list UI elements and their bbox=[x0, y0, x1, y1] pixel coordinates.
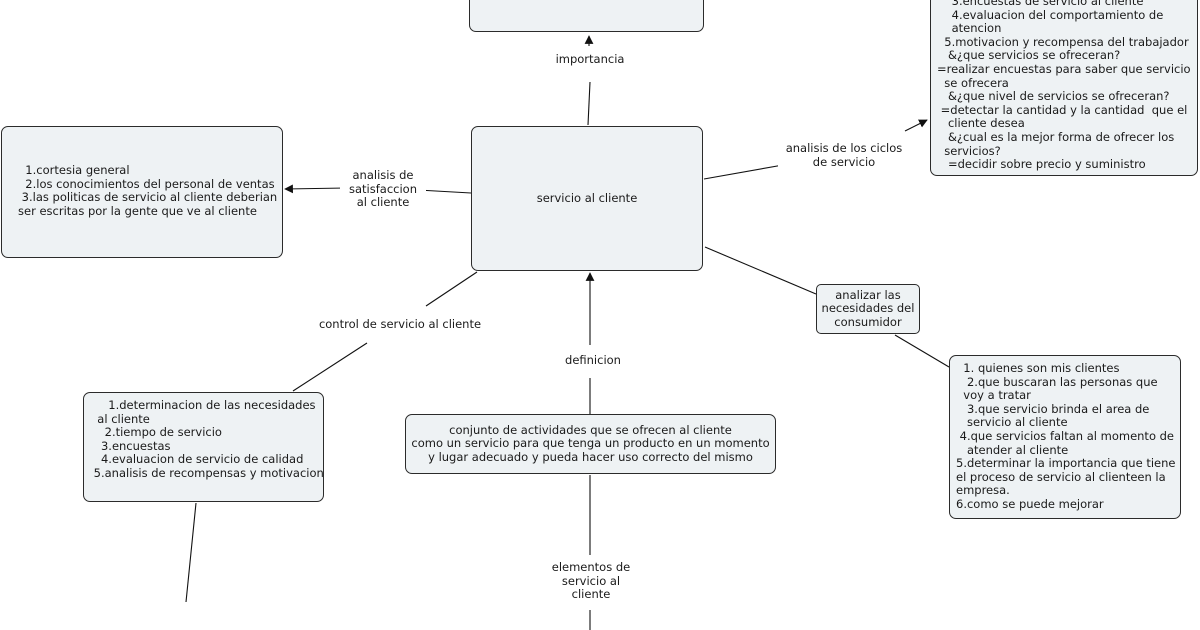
node-line: voy a tratar bbox=[956, 388, 1031, 403]
node-line: 3.las politicas de servicio al cliente d… bbox=[18, 190, 278, 205]
node-line: empresa. bbox=[956, 483, 1010, 498]
node-line: conjunto de actividades que se ofrecen a… bbox=[449, 422, 732, 437]
node-line: =detectar la cantidad y la cantidad que … bbox=[937, 102, 1188, 117]
node-line: 1. quienes son mis clientes bbox=[956, 361, 1120, 375]
label-line: analisis de bbox=[352, 168, 414, 182]
concept-node-needs: analizar las necesidades del consumidor bbox=[816, 284, 920, 334]
node-line: servicios? bbox=[937, 143, 1001, 158]
node-line: atencion bbox=[937, 21, 1002, 36]
link-label-control: control de servicio al cliente bbox=[312, 317, 488, 333]
node-line: &¿que servicios se ofreceran? bbox=[937, 48, 1121, 63]
node-line: 1.cortesia general bbox=[18, 163, 130, 177]
node-line: como un servicio para que tenga un produ… bbox=[411, 436, 770, 451]
node-line: 5.analisis de recompensas y motivacion bbox=[90, 465, 324, 480]
node-line: y lugar adecuado y pueda hacer uso corre… bbox=[428, 449, 753, 464]
node-line: 6.como se puede mejorar bbox=[956, 496, 1104, 511]
concept-node-satisfaction: 1.cortesia general 2.los conocimientos d… bbox=[1, 126, 283, 258]
node-line: cliente desea bbox=[937, 116, 1025, 131]
label-line: importancia bbox=[555, 52, 625, 66]
node-line: 5.determinar la importancia que tiene bbox=[956, 456, 1176, 471]
node-line: 3.encuestas de servicio al cliente bbox=[937, 0, 1144, 8]
connector-satisfaccion-left bbox=[284, 184, 347, 194]
concept-node-top bbox=[469, 0, 704, 32]
link-label-importancia: importancia bbox=[552, 52, 628, 68]
node-line: el proceso de servicio al clienteen la bbox=[956, 469, 1166, 484]
node-line: &¿cual es la mejor forma de ofrecer los bbox=[937, 129, 1175, 144]
node-line: 3.que servicio brinda el area de bbox=[956, 401, 1150, 416]
label-line: definicion bbox=[565, 353, 621, 367]
label-line: cliente bbox=[571, 587, 611, 602]
concept-node-service-control: 1.determinacion de las necesidades al cl… bbox=[83, 392, 324, 502]
node-line: 4.evaluacion del comportamiento de bbox=[937, 7, 1164, 22]
connector-central-satisfaccion bbox=[417, 189, 472, 194]
connector-bottomleft-offpage bbox=[185, 502, 197, 603]
link-label-definicion: definicion bbox=[560, 353, 626, 369]
concept-node-cycle-analysis: 3.encuestas de servicio al cliente 4.eva… bbox=[930, 0, 1198, 176]
central-title: servicio al cliente bbox=[536, 190, 638, 205]
node-line: 4.evaluacion de servicio de calidad bbox=[90, 452, 304, 467]
node-line: al cliente bbox=[90, 411, 150, 426]
node-line: se ofrecera bbox=[937, 75, 1009, 90]
connector-control-bottomleft bbox=[292, 342, 368, 392]
concept-node-central: servicio al cliente bbox=[471, 126, 703, 271]
concept-node-consumer-needs: 1. quienes son mis clientes 2.que buscar… bbox=[949, 355, 1181, 519]
node-line: 2.tiempo de servicio bbox=[90, 425, 222, 440]
node-line: analizar las bbox=[835, 287, 901, 302]
node-line: ser escritas por la gente que ve al clie… bbox=[18, 203, 257, 218]
label-line: servicio al bbox=[561, 573, 621, 588]
connector-central-control bbox=[425, 271, 478, 307]
connector-central-importancia bbox=[587, 81, 591, 126]
node-line: &¿que nivel de servicios se ofreceran? bbox=[937, 89, 1170, 104]
node-line: consumidor bbox=[834, 314, 902, 329]
link-label-elementos: elementos de servicio al cliente bbox=[543, 560, 639, 603]
node-line: 5.motivacion y recompensa del trabajador bbox=[937, 34, 1189, 49]
connector-central-needs bbox=[704, 246, 817, 295]
connector-needs-rightbottom bbox=[894, 334, 950, 368]
node-line: necesidades del bbox=[821, 301, 915, 316]
link-label-satisfaccion: analisis de satisfaccion al cliente bbox=[340, 168, 426, 211]
node-line: 1.determinacion de las necesidades bbox=[90, 398, 316, 412]
node-line: 3.encuestas bbox=[90, 438, 171, 453]
label-line: al cliente bbox=[356, 195, 410, 210]
node-line: 2.los conocimientos del personal de vent… bbox=[18, 176, 275, 191]
node-line: servicio al cliente bbox=[956, 415, 1068, 430]
node-line: atender al cliente bbox=[956, 442, 1069, 457]
label-line: de servicio bbox=[812, 154, 876, 169]
connector-ciclos-righttop bbox=[904, 119, 928, 132]
label-line: control de servicio al cliente bbox=[318, 317, 482, 331]
concept-node-definition: conjunto de actividades que se ofrecen a… bbox=[405, 414, 776, 474]
node-line: =realizar encuestas para saber que servi… bbox=[937, 61, 1191, 76]
label-line: analisis de los ciclos bbox=[785, 141, 903, 155]
label-line: elementos de bbox=[551, 560, 631, 574]
node-line: =decidir sobre precio y suministro bbox=[937, 157, 1146, 172]
label-line: satisfaccion bbox=[349, 181, 417, 196]
connector-central-ciclos bbox=[703, 164, 784, 180]
node-line: 4.que servicios faltan al momento de bbox=[956, 428, 1175, 443]
link-label-ciclos: analisis de los ciclos de servicio bbox=[778, 141, 910, 171]
node-line: 2.que buscaran las personas que bbox=[956, 374, 1158, 389]
